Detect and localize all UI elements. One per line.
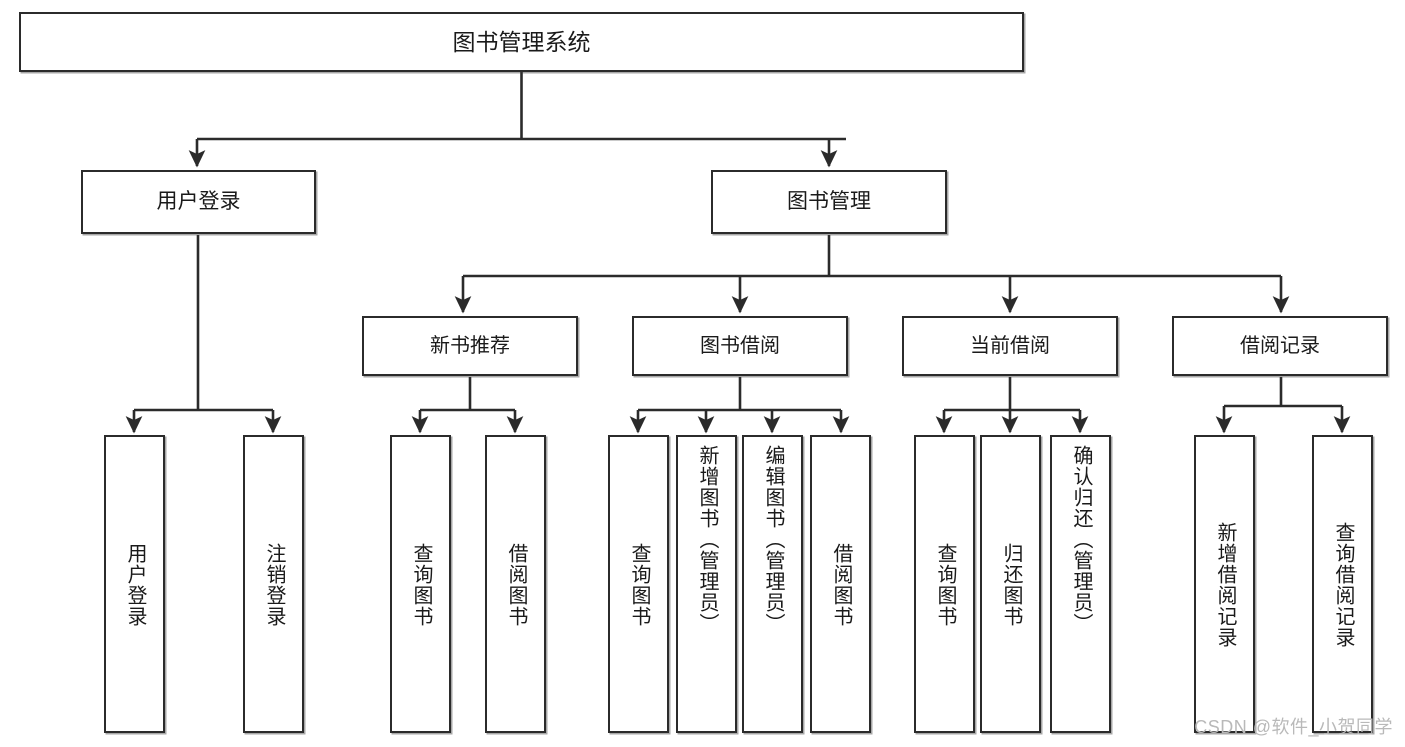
csdn-watermark: CSDN @软件_小贺同学 <box>1194 717 1393 737</box>
node-leaf-confirm-return[interactable]: 确认归还（管理员） <box>1050 435 1111 733</box>
node-label: 归还图书 <box>1000 543 1022 627</box>
node-label: 查询借阅记录 <box>1332 522 1354 648</box>
node-label: 用户登录 <box>124 543 146 627</box>
node-label: 新增图书（管理员） <box>696 445 718 634</box>
node-user-login[interactable]: 用户登录 <box>81 170 316 234</box>
node-leaf-borrow-book-1[interactable]: 借阅图书 <box>485 435 546 733</box>
node-label: 确认归还（管理员） <box>1070 445 1092 634</box>
node-label: 查询图书 <box>628 543 650 627</box>
node-label: 编辑图书（管理员） <box>762 445 784 634</box>
node-leaf-query-record[interactable]: 查询借阅记录 <box>1312 435 1373 733</box>
node-label: 注销登录 <box>263 543 285 627</box>
node-book-borrow[interactable]: 图书借阅 <box>632 316 848 376</box>
node-leaf-add-book[interactable]: 新增图书（管理员） <box>676 435 737 733</box>
node-leaf-edit-book[interactable]: 编辑图书（管理员） <box>742 435 803 733</box>
node-leaf-query-book-3[interactable]: 查询图书 <box>914 435 975 733</box>
node-label: 查询图书 <box>410 543 432 627</box>
node-root-system[interactable]: 图书管理系统 <box>19 12 1024 72</box>
node-label: 用户登录 <box>156 190 241 214</box>
node-label: 借阅图书 <box>505 543 527 627</box>
node-book-manage[interactable]: 图书管理 <box>711 170 947 234</box>
node-borrow-record[interactable]: 借阅记录 <box>1172 316 1388 376</box>
node-leaf-return-book[interactable]: 归还图书 <box>980 435 1041 733</box>
node-leaf-query-book-2[interactable]: 查询图书 <box>608 435 669 733</box>
node-current-borrow[interactable]: 当前借阅 <box>902 316 1118 376</box>
node-label: 图书管理系统 <box>452 28 591 55</box>
node-label: 查询图书 <box>934 543 956 627</box>
node-leaf-user-login[interactable]: 用户登录 <box>104 435 165 733</box>
node-leaf-logout[interactable]: 注销登录 <box>243 435 304 733</box>
node-label: 借阅记录 <box>1240 334 1320 357</box>
node-label: 新增借阅记录 <box>1214 522 1236 648</box>
node-label: 借阅图书 <box>830 543 852 627</box>
node-label: 图书管理 <box>787 190 871 214</box>
node-label: 新书推荐 <box>430 334 510 357</box>
node-label: 图书借阅 <box>700 334 780 357</box>
node-label: 当前借阅 <box>970 334 1050 357</box>
node-leaf-query-book-1[interactable]: 查询图书 <box>390 435 451 733</box>
node-leaf-add-record[interactable]: 新增借阅记录 <box>1194 435 1255 733</box>
node-leaf-borrow-book-2[interactable]: 借阅图书 <box>810 435 871 733</box>
node-new-book-recommend[interactable]: 新书推荐 <box>362 316 578 376</box>
